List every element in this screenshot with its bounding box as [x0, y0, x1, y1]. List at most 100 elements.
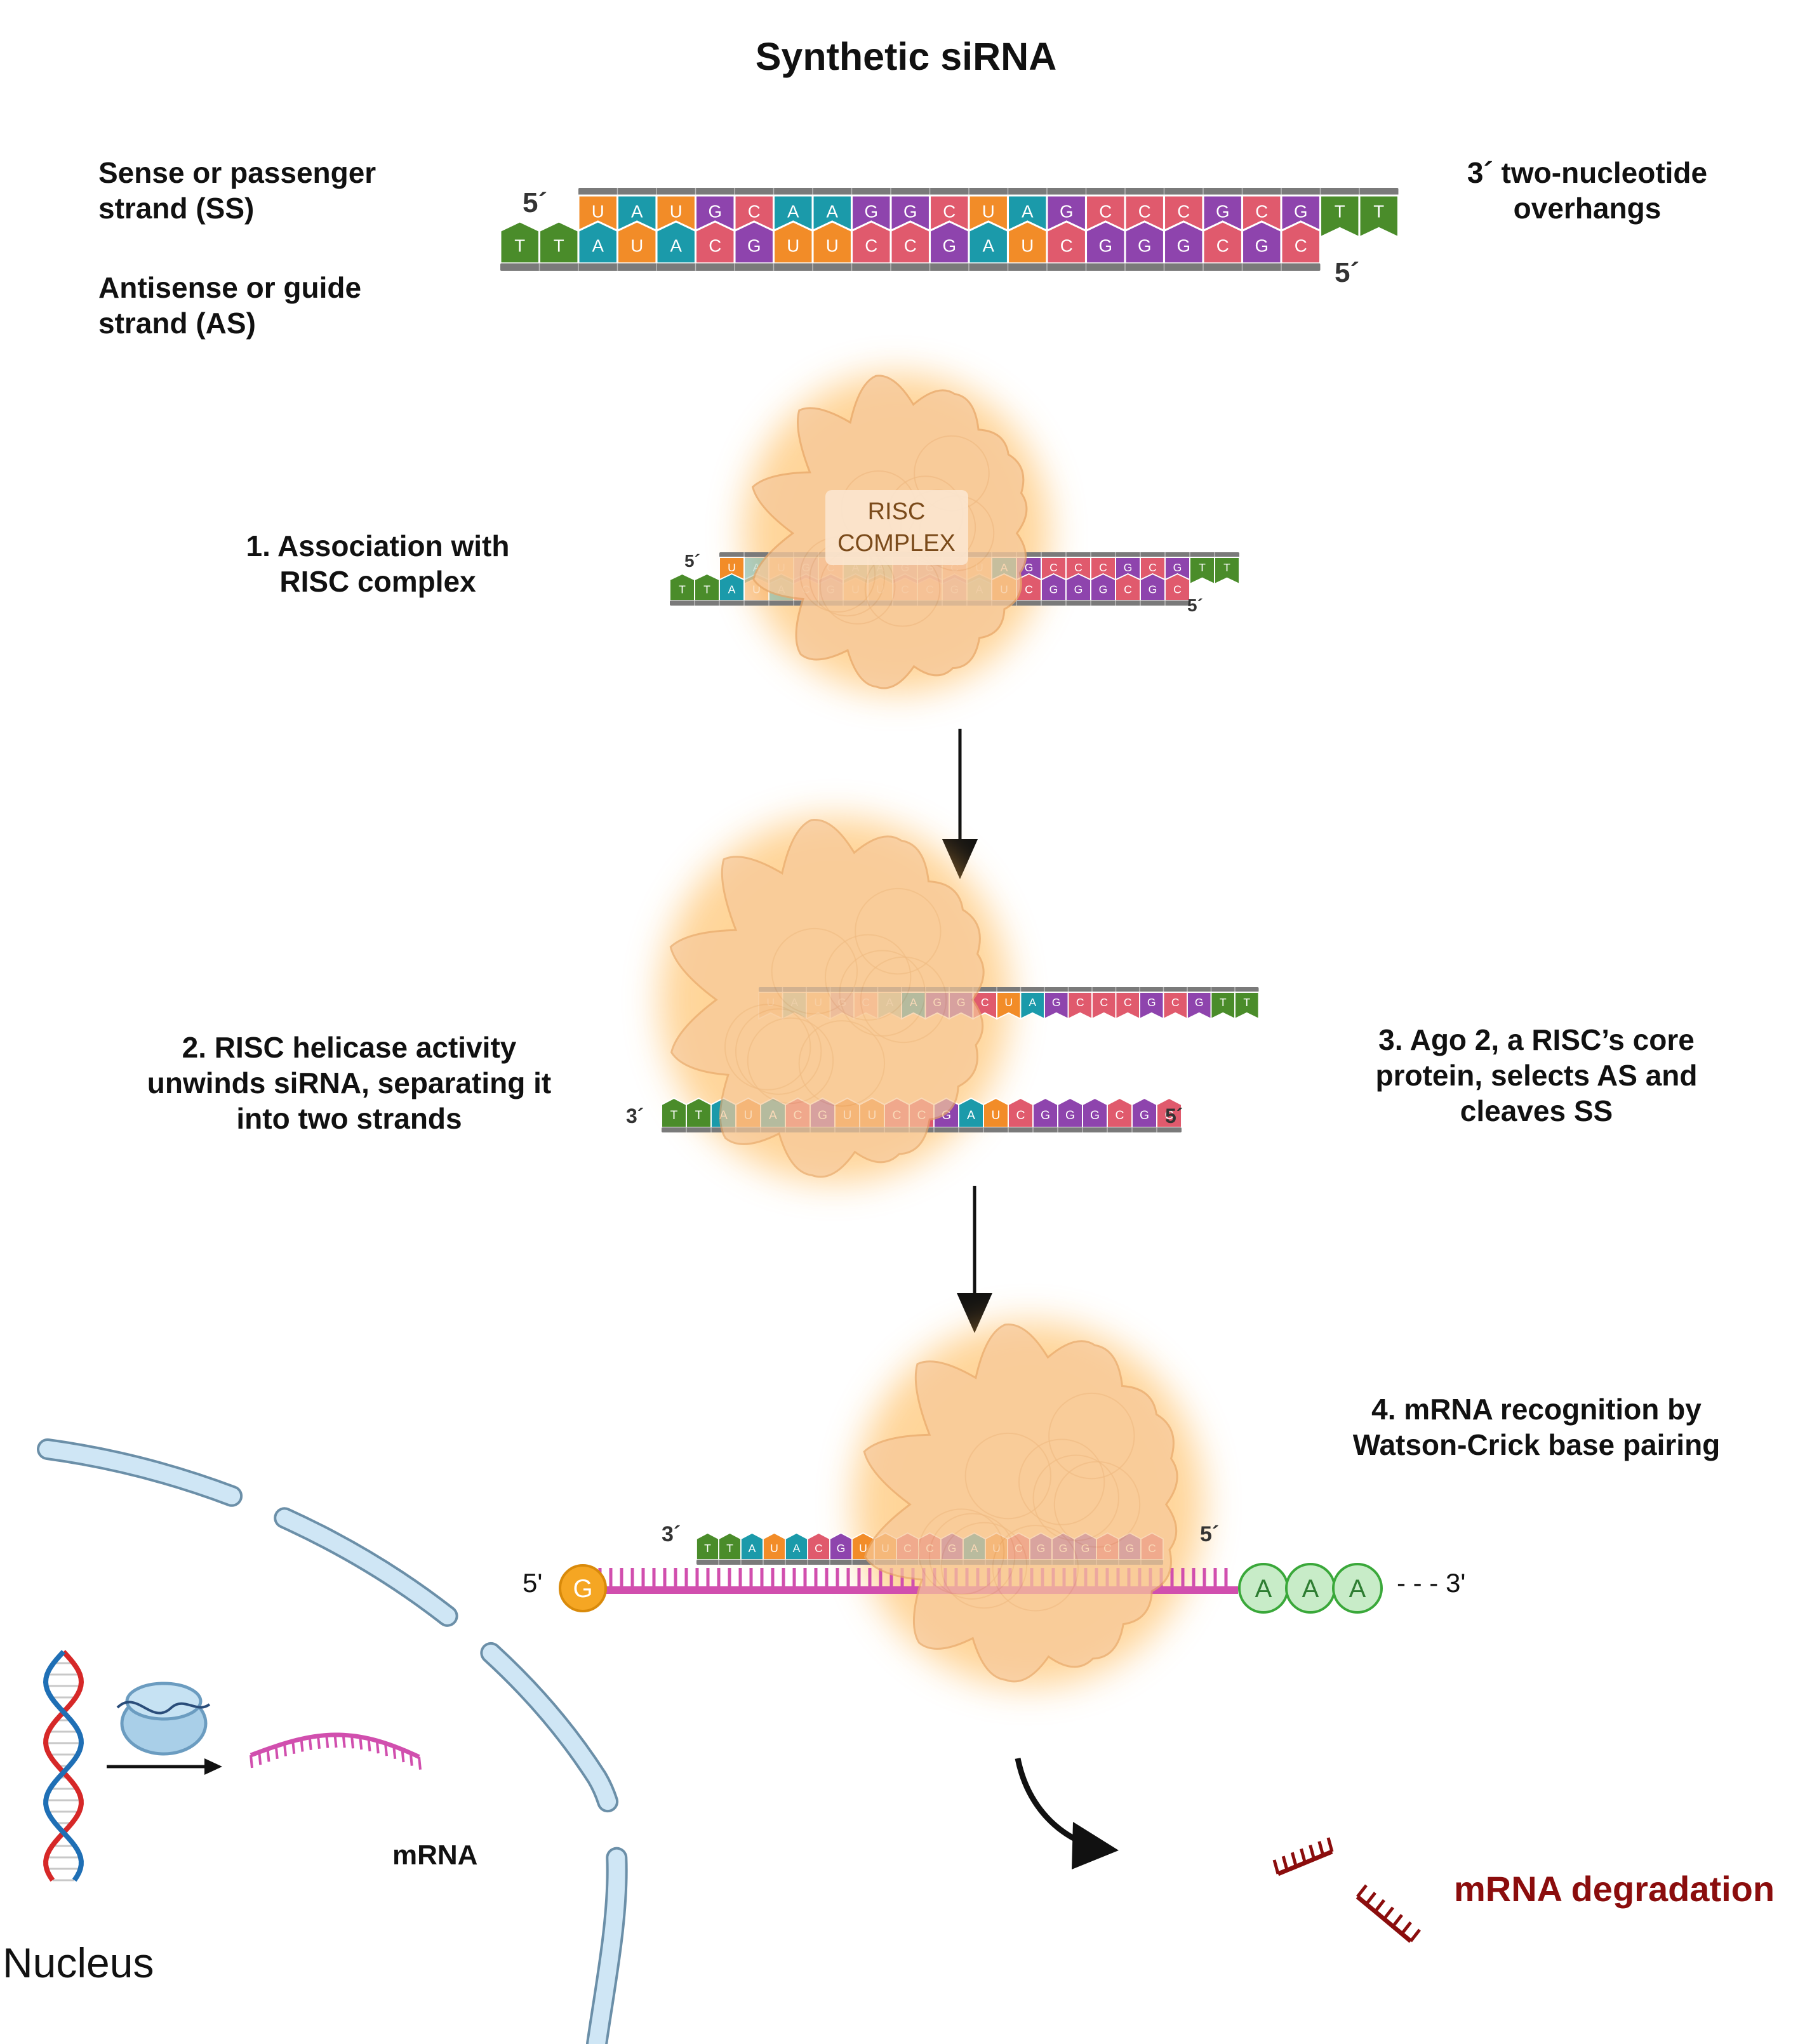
svg-text:T: T	[703, 583, 710, 595]
svg-text:A: A	[728, 583, 736, 595]
svg-text:U: U	[992, 1109, 1001, 1122]
guide-nucleotide-5: C	[807, 1532, 830, 1560]
antisense-nucleotide-18: C	[1202, 220, 1244, 265]
svg-text:C: C	[865, 236, 877, 255]
sense-nucleotide-19: T	[1319, 194, 1361, 239]
svg-text:G: G	[1052, 996, 1061, 1009]
mrna-five-prime-label: 5'	[523, 1568, 543, 1598]
antisense-nucleotide-10: C	[889, 220, 931, 265]
antisense-nucleotide-20: C	[1156, 1097, 1182, 1128]
sense-nucleotide-20: T	[1234, 992, 1260, 1020]
antisense-nucleotide-0: T	[499, 220, 541, 265]
antisense-nucleotide-0: T	[661, 1097, 687, 1128]
svg-text:A: A	[967, 1109, 975, 1122]
svg-text:T: T	[679, 583, 686, 595]
svg-text:C: C	[1116, 1109, 1124, 1122]
svg-text:C: C	[815, 1542, 823, 1555]
svg-text:T: T	[670, 1109, 678, 1122]
overhang-label-line1: 3´ two-nucleotide	[1467, 156, 1708, 189]
antisense-nucleotide-1: T	[538, 220, 580, 265]
down-arrow-2	[957, 1186, 992, 1333]
guide-nucleotide-0: T	[696, 1532, 719, 1560]
antisense-nucleotide-7: U	[772, 220, 814, 265]
antisense-nucleotide-13: U	[1006, 220, 1048, 265]
mrna-degradation-label: mRNA degradation	[1454, 1869, 1775, 1909]
svg-text:G: G	[708, 201, 722, 221]
antisense-nucleotide-16: G	[1057, 1097, 1083, 1128]
svg-text:T: T	[1220, 996, 1227, 1009]
svg-text:C: C	[1177, 201, 1190, 221]
svg-text:C: C	[1099, 201, 1112, 221]
svg-text:C: C	[1138, 201, 1151, 221]
step-3-line1: 3. Ago 2, a RISC’s core	[1378, 1023, 1695, 1056]
three-prime-step4: 3´	[662, 1522, 681, 1546]
polyA-bead-1: A	[1285, 1563, 1336, 1614]
risc-complex	[669, 818, 985, 1178]
svg-text:C: C	[1016, 1109, 1025, 1122]
svg-text:T: T	[514, 236, 525, 255]
sense-nucleotide-20: T	[1358, 194, 1400, 239]
svg-text:G: G	[864, 201, 878, 221]
ribosome-icon	[116, 1682, 211, 1756]
svg-text:C: C	[748, 201, 761, 221]
step-3-label: 3. Ago 2, a RISC’s core protein, selects…	[1346, 1022, 1727, 1129]
svg-text:C: C	[1100, 996, 1108, 1009]
antisense-nucleotide-0: T	[669, 573, 695, 602]
antisense-nucleotide-12: A	[968, 220, 1009, 265]
mrna-fragment	[1356, 1884, 1421, 1943]
svg-text:G: G	[1041, 1109, 1050, 1122]
five-prime-step2: 5´	[1165, 1105, 1183, 1127]
antisense-nucleotide-13: U	[983, 1097, 1009, 1128]
svg-text:U: U	[592, 201, 604, 221]
antisense-strand-label-line2: strand (AS)	[98, 307, 256, 340]
svg-text:G: G	[1255, 236, 1269, 255]
antisense-nucleotide-16: G	[1124, 220, 1166, 265]
mrna-label: mRNA	[392, 1840, 478, 1871]
svg-text:C: C	[1171, 996, 1180, 1009]
antisense-nucleotide-17: G	[1162, 220, 1204, 265]
svg-text:A: A	[1255, 1575, 1272, 1603]
antisense-nucleotide-15: G	[1084, 220, 1126, 265]
svg-text:U: U	[1004, 996, 1013, 1009]
antisense-nucleotide-18: C	[1107, 1097, 1133, 1128]
svg-text:A: A	[787, 201, 799, 221]
guide-nucleotide-3: U	[763, 1532, 786, 1560]
page-title: Synthetic siRNA	[755, 35, 1057, 78]
svg-text:A: A	[670, 236, 683, 255]
svg-text:C: C	[1124, 583, 1132, 595]
svg-text:G: G	[1065, 1109, 1075, 1122]
down-arrow-1	[942, 729, 978, 879]
svg-text:C: C	[1060, 236, 1073, 255]
svg-text:A: A	[983, 236, 995, 255]
svg-text:G: G	[1216, 201, 1230, 221]
svg-text:G: G	[1124, 561, 1133, 574]
svg-text:G: G	[1099, 583, 1108, 595]
risc-complex	[863, 1323, 1178, 1683]
step-4-line2: Watson-Crick base pairing	[1352, 1428, 1721, 1462]
svg-text:A: A	[1029, 996, 1036, 1009]
svg-text:A: A	[793, 1542, 801, 1555]
svg-text:T: T	[1199, 561, 1206, 574]
svg-text:A: A	[1022, 201, 1034, 221]
svg-text:G: G	[1138, 236, 1152, 255]
antisense-nucleotide-19: G	[1140, 573, 1166, 602]
five-prime-step4: 5´	[1200, 1522, 1220, 1546]
svg-text:G: G	[942, 236, 956, 255]
svg-text:C: C	[904, 236, 917, 255]
antisense-backbone	[500, 263, 1321, 271]
svg-text:G: G	[1195, 996, 1204, 1009]
step-2-line2: unwinds siRNA, separating it	[147, 1066, 552, 1100]
sense-nucleotide-19: T	[1210, 992, 1236, 1020]
svg-text:A: A	[1349, 1575, 1366, 1603]
svg-text:T: T	[726, 1542, 733, 1555]
svg-text:G: G	[903, 201, 917, 221]
overhang-label-line2: overhangs	[1513, 192, 1662, 225]
three-prime-step2: 3´	[626, 1105, 644, 1127]
curved-arrow	[1015, 1758, 1119, 1869]
svg-text:U: U	[630, 236, 643, 255]
svg-text:U: U	[770, 1542, 778, 1555]
svg-text:C: C	[1124, 996, 1132, 1009]
svg-text:C: C	[1295, 236, 1307, 255]
nucleus-envelope	[37, 1438, 628, 2044]
